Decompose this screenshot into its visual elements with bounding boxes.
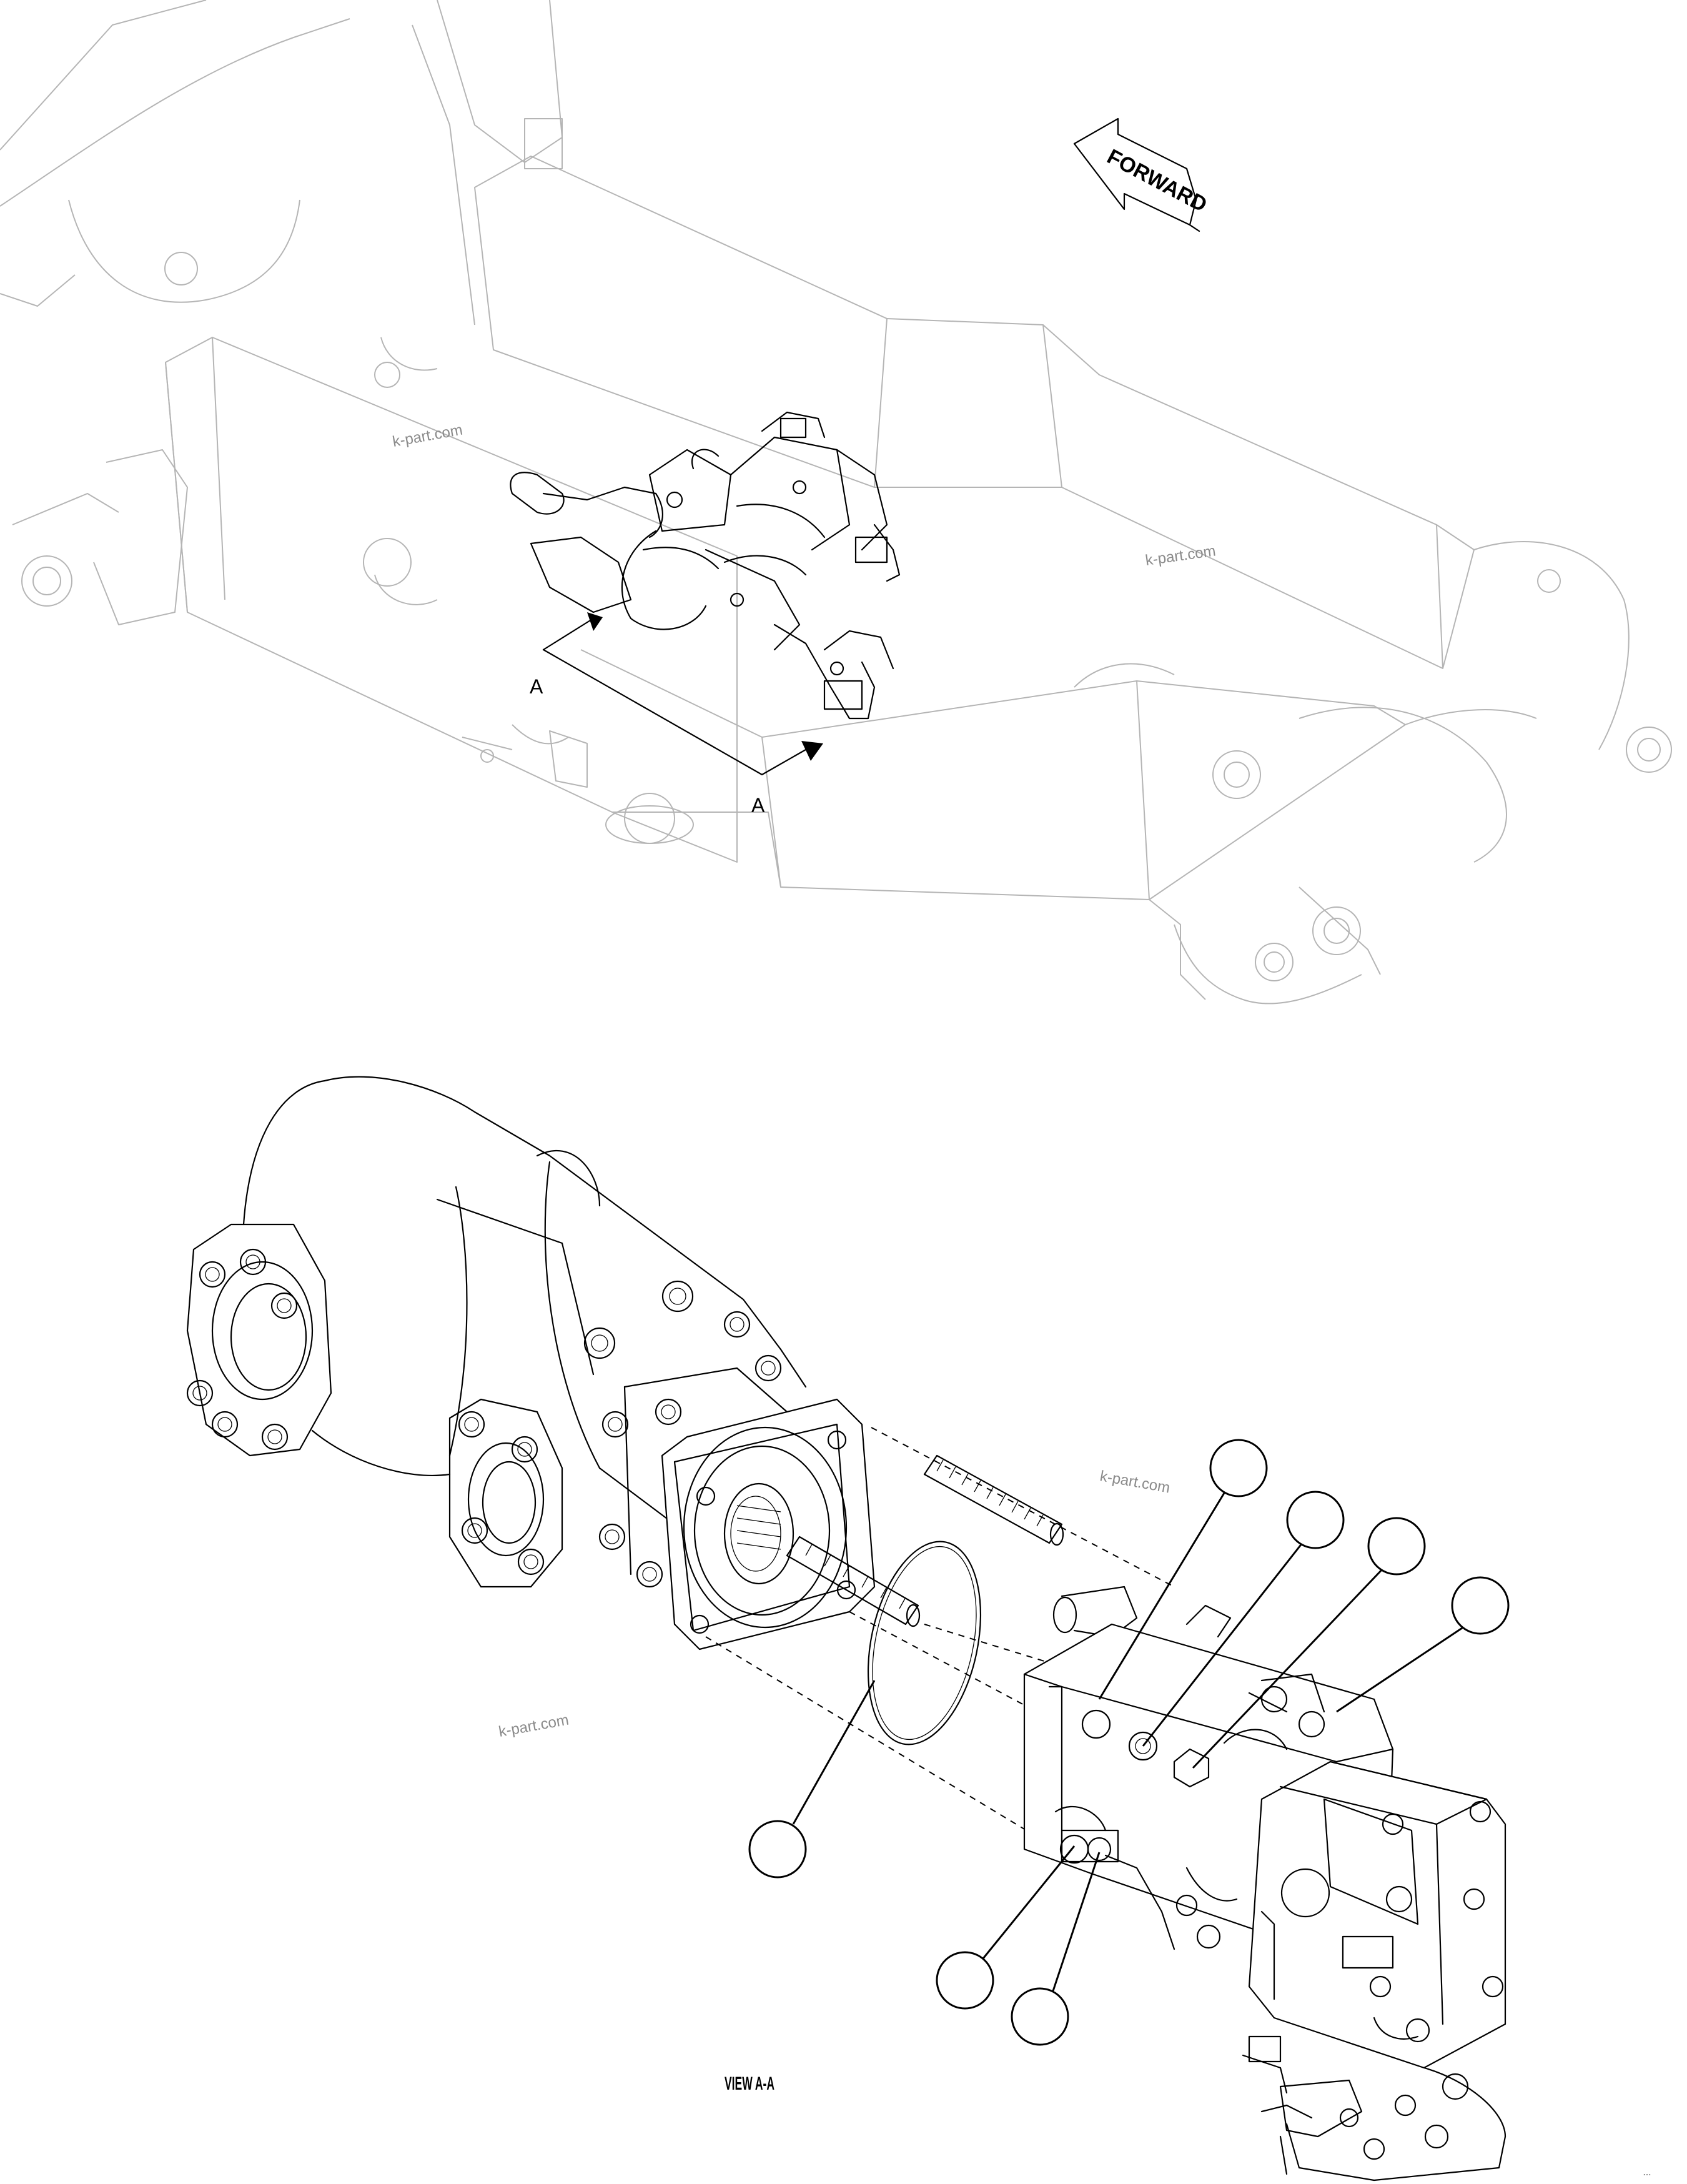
section-mark-bottom: A — [751, 794, 765, 817]
mounting-plate — [661, 1398, 876, 1650]
callout-3 — [1192, 1517, 1426, 1769]
hydraulic-pump — [1023, 1604, 1506, 2182]
watermark: k-part.com — [1099, 1467, 1171, 1496]
o-ring — [867, 1541, 982, 1745]
section-arrow-a-a: A A — [530, 612, 823, 817]
watermark: k-part.com — [1144, 542, 1217, 569]
pump-assembly-overview — [510, 411, 901, 720]
alignment-lines — [705, 1427, 1175, 1837]
chassis-frame — [0, 0, 1672, 1005]
stud-upper — [923, 1454, 1064, 1546]
callout-4 — [1336, 1576, 1510, 1713]
view-label: VIEW A-A — [725, 2073, 774, 2094]
watermark: k-part.com — [391, 422, 463, 450]
callout-2 — [1142, 1491, 1345, 1747]
callout-1 — [1098, 1439, 1268, 1700]
flange-bolts-left — [186, 1248, 298, 1451]
housing-bolts — [583, 1280, 782, 1588]
stud-lower — [786, 1536, 921, 1627]
callout-6 — [936, 1845, 1076, 2010]
drawing-id: … — [1643, 2167, 1651, 2177]
callout-5 — [748, 1680, 876, 1879]
forward-arrow: FORWARD — [1073, 117, 1211, 232]
watermark: k-part.com — [497, 1712, 570, 1740]
section-mark-left: A — [530, 675, 543, 698]
callout-7 — [1011, 1852, 1101, 2046]
flange-bolts-middle — [458, 1411, 545, 1576]
